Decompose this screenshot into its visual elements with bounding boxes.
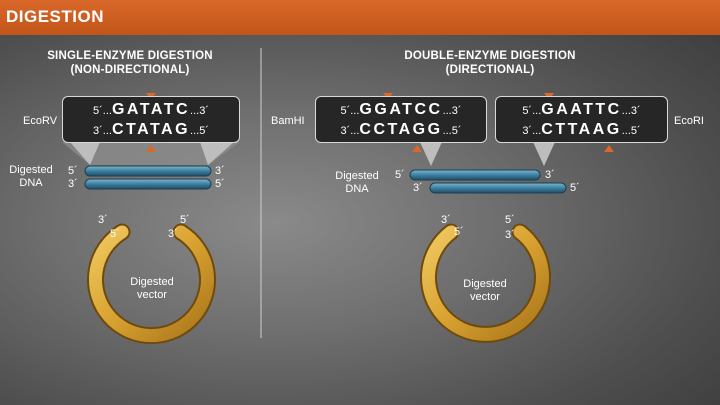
page-title: DIGESTION [6, 7, 105, 26]
strand-end: ...3´ [621, 105, 641, 117]
strand-end: ...3´ [442, 105, 462, 117]
right-vector-5-prime-outer: 5´ [505, 214, 515, 226]
ecorv-bottom-strand: 3´...CTATAG...5´ [63, 121, 239, 139]
left-dna-top-3-prime: 3´ [215, 165, 225, 177]
ecorv-bottom-cut-marker [146, 145, 156, 152]
ecori-bottom-strand: 3´...CTTAAG...5´ [496, 121, 667, 139]
left-dna-bottom-3-prime: 3´ [68, 178, 78, 190]
strand-end: 3´... [93, 125, 112, 137]
left-vector-5-prime-outer: 5´ [180, 214, 190, 226]
bamhi-top-strand: 5´...GGATCC...3´ [316, 101, 486, 119]
right-heading-line2: (DIRECTIONAL) [445, 64, 535, 76]
right-vector-ring [422, 225, 549, 341]
right-dna-top-strand [409, 169, 541, 181]
left-funnel [62, 142, 240, 165]
strand-end: 3´... [340, 125, 360, 137]
left-dna-top-5-prime: 5´ [68, 165, 78, 177]
right-vector-3-prime-outer: 3´ [441, 214, 451, 226]
right-digested-dna-label: Digested DNA [333, 170, 381, 196]
strand-bases: CTTAAG [541, 121, 622, 138]
left-digested-vector-label: Digested vector [112, 276, 192, 302]
right-dna-top-5-prime: 5´ [395, 169, 405, 181]
ecori-bottom-cut-marker [604, 145, 614, 152]
strand-end: ...5´ [442, 125, 462, 137]
left-dna-bottom-5-prime: 5´ [215, 178, 225, 190]
left-funnel-notch-right [200, 142, 234, 165]
label-line: vector [137, 289, 167, 301]
bamhi-funnel [420, 142, 442, 166]
right-vector-5-prime-inner: 5´ [454, 226, 464, 238]
strand-bases: GGATCC [359, 101, 443, 118]
strand-bases: CCTAGG [359, 121, 443, 138]
ecori-top-strand: 5´...GAATTC...3´ [496, 101, 667, 119]
ecorv-sequence-box: 5´...GATATC...3´ 3´...CTATAG...5´ [62, 96, 240, 143]
right-section-heading: DOUBLE-ENZYME DIGESTION (DIRECTIONAL) [360, 49, 620, 77]
bamhi-sequence-box: 5´...GGATCC...3´ 3´...CCTAGG...5´ [315, 96, 487, 143]
left-heading-line2: (NON-DIRECTIONAL) [70, 64, 190, 76]
left-heading-line1: SINGLE-ENZYME DIGESTION [47, 50, 213, 62]
strand-end: ...5´ [621, 125, 641, 137]
label-line: Digested [130, 276, 174, 288]
right-dna-bottom-3-prime: 3´ [413, 182, 423, 194]
ecori-funnel [533, 142, 555, 166]
left-vector-5-prime-inner: 5´ [110, 228, 120, 240]
label-line: DNA [19, 177, 43, 189]
strand-end: ...3´ [190, 105, 209, 117]
bamhi-bottom-cut-marker [412, 145, 422, 152]
bamhi-label: BamHI [271, 115, 305, 127]
label-line: Digested [335, 170, 379, 182]
right-heading-line1: DOUBLE-ENZYME DIGESTION [404, 50, 576, 62]
strand-end: 3´... [522, 125, 542, 137]
strand-end: ...5´ [190, 125, 209, 137]
left-vector-3-prime-outer: 3´ [98, 214, 108, 226]
right-digested-vector-label: Digested vector [445, 278, 525, 304]
ecori-label: EcoRI [674, 115, 704, 127]
label-line: Digested [463, 278, 507, 290]
label-line: vector [470, 291, 500, 303]
strand-bases: GAATTC [541, 101, 622, 118]
ecori-sequence-box: 5´...GAATTC...3´ 3´...CTTAAG...5´ [495, 96, 668, 143]
strand-bases: CTATAG [111, 121, 191, 138]
strand-end: 5´... [340, 105, 360, 117]
ecorv-top-strand: 5´...GATATC...3´ [63, 101, 239, 119]
title-banner: DIGESTION [0, 0, 720, 35]
bamhi-bottom-strand: 3´...CCTAGG...5´ [316, 121, 486, 139]
label-line: DNA [345, 183, 369, 195]
left-dna-top-strand [84, 165, 212, 177]
left-digested-dna-label: Digested DNA [7, 164, 55, 190]
left-dna-bottom-strand [84, 178, 212, 190]
left-section-heading: SINGLE-ENZYME DIGESTION (NON-DIRECTIONAL… [20, 49, 240, 77]
right-dna-bottom-strand [429, 182, 567, 194]
right-vector-3-prime-inner: 3´ [505, 229, 515, 241]
strand-end: 5´... [93, 105, 112, 117]
left-vector-ring [89, 225, 214, 343]
ecorv-label: EcoRV [23, 115, 58, 127]
left-vector-3-prime-inner: 3´ [168, 228, 178, 240]
right-dna-top-3-prime: 3´ [545, 169, 555, 181]
label-line: Digested [9, 164, 53, 176]
right-dna-bottom-5-prime: 5´ [570, 182, 580, 194]
left-funnel-notch-left [70, 142, 100, 165]
strand-end: 5´... [522, 105, 542, 117]
strand-bases: GATATC [111, 101, 191, 118]
